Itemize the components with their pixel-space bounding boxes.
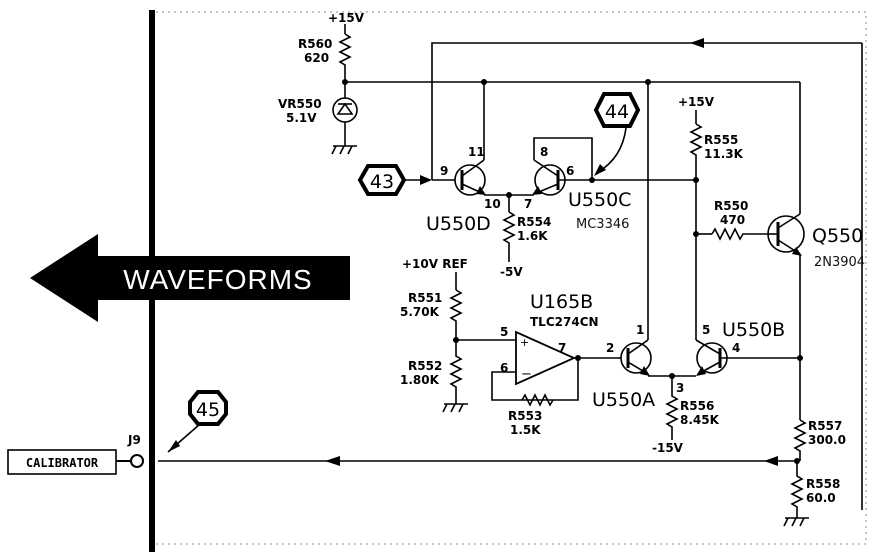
u165b-label: U165B xyxy=(530,291,593,313)
r555-ref: R555 xyxy=(704,133,738,147)
r551-resistor xyxy=(449,289,463,340)
u550b-transistor xyxy=(695,330,800,376)
r556-resistor xyxy=(665,376,679,440)
waveforms-label: WAVEFORMS xyxy=(123,264,312,295)
r555-resistor xyxy=(689,123,703,180)
r558-resistor xyxy=(790,461,804,518)
pin-2: 2 xyxy=(606,341,614,355)
m15-label: -15V xyxy=(652,441,684,455)
pin-7: 7 xyxy=(524,197,532,211)
u550a-label: U550A xyxy=(592,389,655,411)
waveforms-arrow[interactable]: WAVEFORMS xyxy=(30,234,350,322)
mc3346-label: MC3346 xyxy=(576,217,629,232)
tp45-label: 45 xyxy=(196,399,220,421)
r560-resistor xyxy=(338,33,352,82)
r553-resistor xyxy=(521,393,554,407)
p15-mid-label: +15V xyxy=(678,95,715,109)
tlc274-label: TLC274CN xyxy=(530,315,599,329)
r551-val: 5.70K xyxy=(400,305,440,319)
pin-5-b: 5 xyxy=(702,323,710,337)
r551-ref: R551 xyxy=(408,291,442,305)
pin-6-opamp: 6 xyxy=(500,361,508,375)
u550d-label: U550D xyxy=(426,213,491,235)
feedback-line xyxy=(431,42,862,180)
tp43-label: 43 xyxy=(370,171,394,193)
r550-resistor xyxy=(711,227,768,241)
vr550-zener xyxy=(331,82,358,155)
r557-ref: R557 xyxy=(808,419,842,433)
r558-val: 60.0 xyxy=(806,491,836,505)
pin-5-opamp: 5 xyxy=(500,325,508,339)
p15-top-label: +15V xyxy=(328,11,365,25)
svg-text:−: − xyxy=(521,367,532,382)
r557-resistor xyxy=(793,419,807,461)
r554-val: 1.6K xyxy=(517,229,548,243)
u550c-label: U550C xyxy=(568,189,631,211)
u550c-transistor xyxy=(532,137,696,196)
r560-val: 620 xyxy=(304,51,329,65)
r552-resistor xyxy=(449,340,463,404)
q550-ref: Q550 xyxy=(812,225,863,247)
svg-text:+: + xyxy=(520,336,529,349)
r552-ref: R552 xyxy=(408,359,442,373)
r557-val: 300.0 xyxy=(808,433,846,447)
j9-connector xyxy=(130,454,144,468)
r550-val: 470 xyxy=(720,213,745,227)
r552-val: 1.80K xyxy=(400,373,440,387)
vr550-ref: VR550 xyxy=(278,97,322,111)
r554-resistor xyxy=(502,211,516,262)
r550-ref: R550 xyxy=(714,199,748,213)
testpoint-43[interactable]: 43 xyxy=(357,164,432,196)
j9-label: J9 xyxy=(127,433,141,447)
r553-val: 1.5K xyxy=(510,423,541,437)
q550-type: 2N3904 xyxy=(814,255,865,270)
m5-label: -5V xyxy=(500,265,523,279)
pin-10: 10 xyxy=(484,197,501,211)
pin-11: 11 xyxy=(468,145,485,159)
testpoint-45[interactable]: 45 xyxy=(167,390,228,453)
testpoint-44[interactable]: 44 xyxy=(593,92,641,176)
u550a-transistor xyxy=(618,82,652,376)
r553-ref: R553 xyxy=(508,409,542,423)
pin-8: 8 xyxy=(540,145,548,159)
r554-ref: R554 xyxy=(517,215,551,229)
pin-3: 3 xyxy=(676,381,684,395)
u550b-label: U550B xyxy=(722,319,785,341)
pin-6: 6 xyxy=(566,164,574,178)
q550-transistor xyxy=(767,82,805,420)
pin-1: 1 xyxy=(636,323,644,337)
r556-val: 8.45K xyxy=(680,413,720,427)
tp44-label: 44 xyxy=(605,101,629,123)
pin-7-opamp: 7 xyxy=(558,341,566,355)
r558-ref: R558 xyxy=(806,477,840,491)
r556-ref: R556 xyxy=(680,399,714,413)
r560-ref: R560 xyxy=(298,37,332,51)
calibrator-label: CALIBRATOR xyxy=(26,456,99,470)
ref-label: +10V REF xyxy=(402,257,468,271)
vr550-val: 5.1V xyxy=(286,111,317,125)
pin-4: 4 xyxy=(732,341,740,355)
u550d-transistor xyxy=(432,82,486,196)
pin-9: 9 xyxy=(440,164,448,178)
calibrator-box[interactable]: CALIBRATOR xyxy=(7,449,117,475)
u165b-opamp: + − xyxy=(491,330,618,401)
r555-val: 11.3K xyxy=(704,147,744,161)
